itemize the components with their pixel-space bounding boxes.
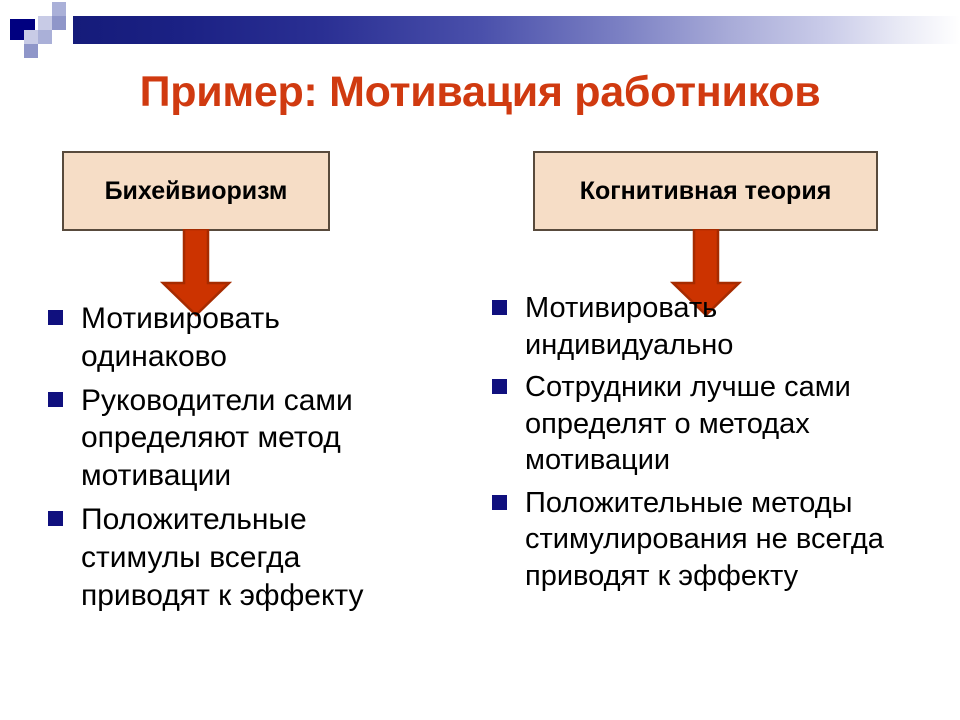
bullet-square-icon [48,391,63,407]
list-item: Сотрудники лучше сами определят о метода… [492,369,922,479]
bullet-square-icon [492,379,507,395]
list-item-text: Мотивировать индивидуально [525,292,734,361]
deco-square [52,2,66,16]
list-item: Мотивировать одинаково [48,300,448,376]
deco-square [38,16,52,30]
deco-square [24,30,38,44]
down-arrow-cognitive [669,227,743,317]
page-title: Пример: Мотивация работников [139,68,821,116]
bullet-square-icon [48,310,63,325]
bullet-square-icon [492,300,507,315]
list-item: Положительные методы стимулирования не в… [492,485,922,595]
bullet-square-icon [48,510,63,526]
label-box-behaviorism-text: Бихейвиоризм [104,176,288,205]
label-box-cognitive-text: Когнитивная теория [579,176,832,205]
list-item-text: Мотивировать одинаково [81,302,280,373]
label-box-behaviorism: Бихейвиоризм [62,151,330,231]
bullet-column-cognitive: Мотивировать индивидуально Сотрудники лу… [492,290,922,600]
list-item-text: Положительные стимулы всегда приводят к … [81,502,364,612]
list-item: Положительные стимулы всегда приводят к … [48,501,448,614]
list-item-text: Сотрудники лучше сами определят о метода… [525,371,851,477]
list-item: Мотивировать индивидуально [492,290,922,363]
list-item-text: Руководители сами определяют метод мотив… [81,383,353,493]
deco-square [52,16,66,30]
list-item: Руководители сами определяют метод мотив… [48,382,448,495]
header-gradient-bar [73,16,960,44]
bullet-column-behaviorism: Мотивировать одинаково Руководители сами… [48,300,448,620]
label-box-cognitive: Когнитивная теория [533,151,878,231]
down-arrow-behaviorism [159,227,233,317]
bullet-square-icon [492,494,507,510]
deco-square [24,44,38,58]
list-item-text: Положительные методы стимулирования не в… [525,486,884,592]
header-decoration [0,0,960,62]
deco-square [38,30,52,44]
